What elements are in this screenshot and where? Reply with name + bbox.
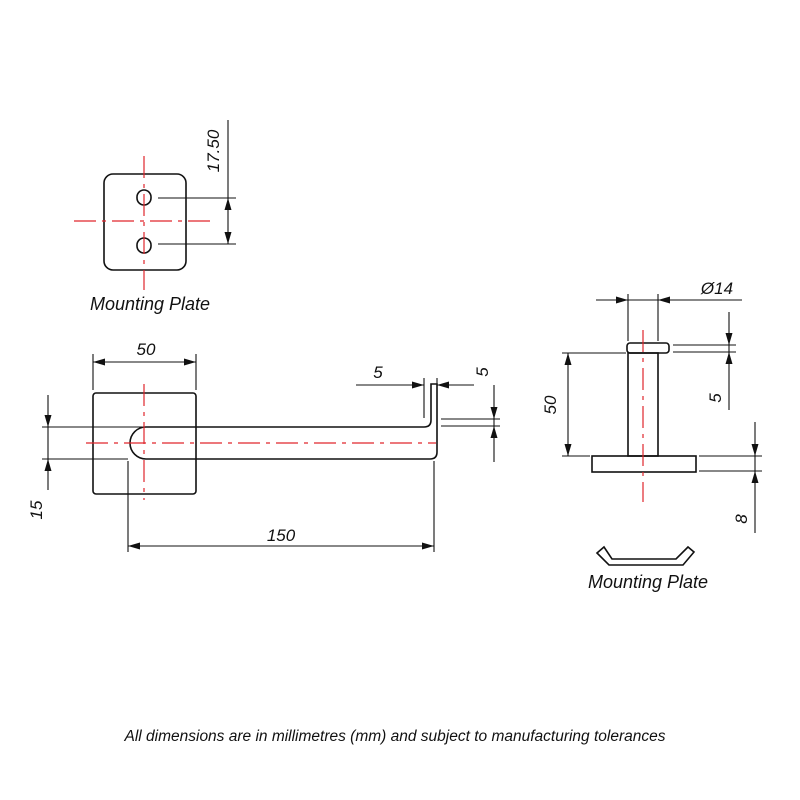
plate-width-dimension: 50 [137, 340, 156, 359]
base-thickness-dimension: 8 [732, 514, 751, 524]
arm-height-arrow-bottom [44, 459, 52, 471]
cap [626, 342, 670, 354]
base-arrow-top [751, 444, 759, 456]
plate-outline [103, 173, 187, 271]
side-height-dimension: 50 [541, 395, 560, 414]
base-plate [591, 455, 697, 473]
plate-side-label: Mounting Plate [588, 572, 708, 592]
plate-width-arrow-right [184, 358, 196, 366]
cap-thickness-dimension: 5 [706, 393, 725, 403]
cap-arrow-bottom [725, 352, 733, 364]
tip-height-arrow-bottom [490, 426, 498, 438]
rod-diameter-dimension: Ø14 [700, 279, 733, 298]
arm-height-dimension: 15 [27, 500, 46, 519]
tip-width-arrow-left [412, 381, 424, 389]
arm-side-view: 50 15 150 5 5 [27, 340, 500, 552]
plate-side-profile [595, 545, 696, 566]
slot-spacing-arrow-bottom [224, 232, 232, 244]
arm-height-arrow-top [44, 415, 52, 427]
tip-width-dimension: 5 [373, 363, 383, 382]
base-arrow-bottom [751, 471, 759, 483]
dia-arrow-left [616, 296, 628, 304]
slot-spacing-arrow-top [224, 198, 232, 210]
plate-top-label: Mounting Plate [90, 294, 210, 314]
cap-arrow-top [725, 333, 733, 345]
slot-spacing-dimension: 17.50 [204, 129, 223, 172]
arm-length-arrow-right [422, 542, 434, 550]
plate-top-view: 17.50 Mounting Plate [74, 120, 236, 314]
tip-width-arrow-right [437, 381, 449, 389]
side-height-arrow-top [564, 353, 572, 365]
dimensions-note: All dimensions are in millimetres (mm) a… [124, 728, 666, 745]
tip-height-dimension: 5 [473, 367, 492, 377]
plate-width-arrow-left [93, 358, 105, 366]
side-height-arrow-bottom [564, 444, 572, 456]
arm-body [129, 383, 438, 460]
tip-height-arrow-top [490, 407, 498, 419]
arm-length-dimension: 150 [267, 526, 296, 545]
arm-length-arrow-left [128, 542, 140, 550]
end-view: Ø14 50 5 8 Mounting Plate [541, 279, 762, 592]
dia-arrow-right [658, 296, 670, 304]
